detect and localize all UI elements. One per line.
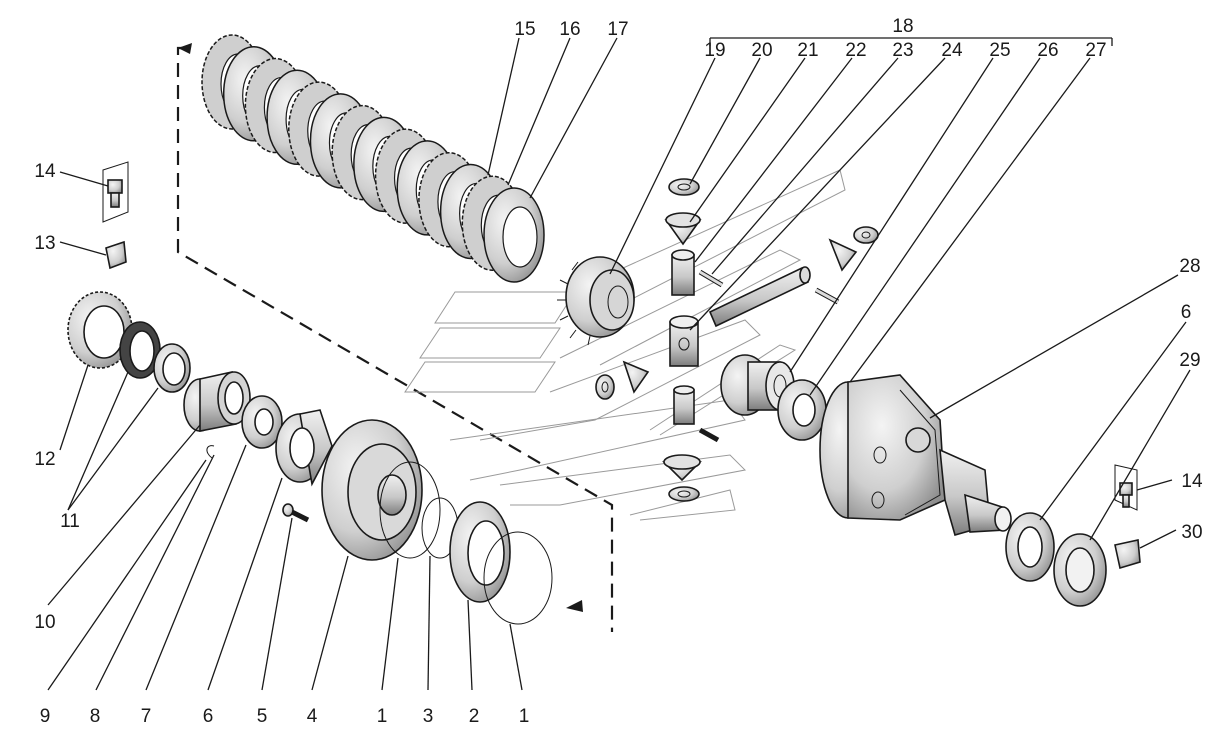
callout-11: 11 xyxy=(60,511,80,532)
clutch-disc-stack xyxy=(201,34,545,283)
callout-4: 4 xyxy=(307,706,318,727)
callout-24: 24 xyxy=(941,40,963,61)
slotted-nut-12 xyxy=(67,291,133,369)
callout-25: 25 xyxy=(989,40,1010,61)
side-gear-19 xyxy=(557,256,635,346)
oil-seal-11a xyxy=(119,321,161,379)
pinion-lower xyxy=(662,454,702,502)
callout-1-left: 1 xyxy=(377,706,388,727)
clutch-disc-bore xyxy=(502,206,538,268)
callout-29: 29 xyxy=(1179,350,1200,371)
callout-12: 12 xyxy=(34,449,55,470)
seal-housing-2 xyxy=(449,501,511,603)
callout-7: 7 xyxy=(141,706,152,727)
callout-9: 9 xyxy=(40,706,51,727)
pin-23 xyxy=(698,269,724,288)
o-ring-1b xyxy=(483,531,553,625)
callout-1-right: 1 xyxy=(519,706,530,727)
differential-housing xyxy=(819,374,1012,536)
callout-22: 22 xyxy=(845,40,866,61)
callout-labels: 18 15 16 17 19 20 21 22 23 24 25 26 27 2… xyxy=(34,16,1203,727)
callout-14-right: 14 xyxy=(1181,471,1203,492)
pinion-axle-22 xyxy=(671,249,695,296)
callout-13: 13 xyxy=(34,233,55,254)
callout-21: 21 xyxy=(797,40,818,61)
lock-plate-30 xyxy=(1114,539,1141,570)
long-cross-shaft xyxy=(708,266,811,328)
washer-7 xyxy=(241,395,283,449)
callout-10: 10 xyxy=(34,612,55,633)
callout-5: 5 xyxy=(257,706,268,727)
thrust-washer-20 xyxy=(668,178,700,196)
callout-2: 2 xyxy=(469,706,480,727)
callout-28: 28 xyxy=(1179,256,1200,277)
pinion-left xyxy=(595,360,650,400)
pinion-axle-lower xyxy=(673,385,720,443)
dashed-assembly-path xyxy=(176,43,614,632)
callout-26: 26 xyxy=(1037,40,1058,61)
pinion-gear-21 xyxy=(664,212,702,246)
bolt-5 xyxy=(282,503,310,523)
bearing-6-left xyxy=(275,409,333,487)
bolt-14-right xyxy=(1114,464,1138,511)
lock-plate-13 xyxy=(105,240,127,270)
spider-hub-24 xyxy=(669,315,699,367)
callout-17: 17 xyxy=(607,19,628,40)
callout-6-right: 6 xyxy=(1181,302,1192,323)
leader-lines xyxy=(47,37,1191,691)
snap-ring-9 xyxy=(206,445,215,459)
adjusting-nut-29 xyxy=(1053,533,1107,607)
callout-23: 23 xyxy=(892,40,913,61)
group-label-18: 18 xyxy=(892,16,913,37)
callout-6-left: 6 xyxy=(203,706,214,727)
ring-11b xyxy=(153,343,191,393)
pin-right xyxy=(814,287,840,305)
callout-16: 16 xyxy=(559,19,580,40)
bolt-14-left xyxy=(102,161,129,223)
callout-15: 15 xyxy=(514,19,535,40)
friction-washer-26 xyxy=(777,379,827,441)
bearing-6-right xyxy=(1005,512,1055,582)
callout-27: 27 xyxy=(1085,40,1106,61)
callout-20: 20 xyxy=(751,40,772,61)
callout-30: 30 xyxy=(1181,522,1202,543)
callout-19: 19 xyxy=(704,40,725,61)
callout-8: 8 xyxy=(90,706,101,727)
pinion-right xyxy=(828,226,879,272)
flange-cover-4 xyxy=(321,419,423,561)
o-ring-1a xyxy=(379,461,441,559)
callout-3: 3 xyxy=(423,706,434,727)
callout-14-left: 14 xyxy=(34,161,56,182)
sleeve-10 xyxy=(183,371,251,432)
